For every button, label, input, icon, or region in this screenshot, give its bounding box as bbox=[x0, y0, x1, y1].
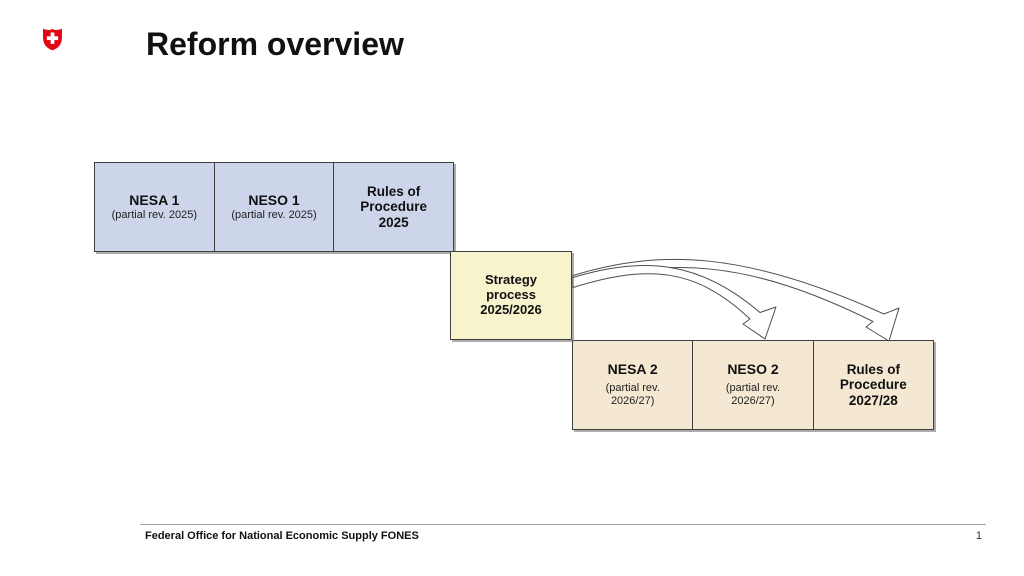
box-strategy-line2: process bbox=[486, 287, 536, 303]
box-nesa1-title: NESA 1 bbox=[129, 191, 180, 208]
box-nesa2-title: NESA 2 bbox=[607, 360, 658, 377]
box-strategy-process: Strategy process 2025/2026 bbox=[450, 251, 572, 340]
footer-divider bbox=[140, 524, 986, 525]
box-rules-2027-28-line3: 2027/28 bbox=[848, 392, 898, 408]
curved-arrow-to-neso2 bbox=[572, 265, 777, 340]
box-neso1: NESO 1 (partial rev. 2025) bbox=[213, 163, 334, 251]
curved-arrow-to-rules-2027-28 bbox=[572, 258, 900, 342]
page-number: 1 bbox=[975, 530, 982, 542]
box-rules-2025: Rules of Procedure 2025 bbox=[333, 163, 453, 251]
swiss-shield-icon bbox=[42, 27, 63, 52]
phase1-row: NESA 1 (partial rev. 2025) NESO 1 (parti… bbox=[94, 162, 454, 252]
box-strategy-line3: 2025/2026 bbox=[480, 301, 542, 317]
box-neso1-subtitle: (partial rev. 2025) bbox=[231, 208, 317, 221]
box-neso1-title: NESO 1 bbox=[248, 191, 300, 208]
box-nesa2: NESA 2 (partial rev. 2026/27) bbox=[573, 341, 692, 429]
box-neso2-title: NESO 2 bbox=[727, 360, 779, 377]
box-strategy-line1: Strategy bbox=[484, 272, 538, 288]
box-nesa2-subtitle-line1: (partial rev. bbox=[605, 381, 660, 394]
box-rules-2025-line1: Rules of bbox=[367, 183, 421, 199]
box-nesa2-subtitle-line2: 2026/27) bbox=[610, 395, 655, 408]
phase2-row: NESA 2 (partial rev. 2026/27) NESO 2 (pa… bbox=[572, 340, 934, 430]
box-nesa1: NESA 1 (partial rev. 2025) bbox=[95, 163, 214, 251]
box-neso2-subtitle-line2: 2026/27) bbox=[731, 395, 775, 408]
box-neso2-subtitle-line1: (partial rev. bbox=[725, 381, 781, 394]
page-title: Reform overview bbox=[146, 26, 404, 62]
box-rules-2027-28-line1: Rules of bbox=[846, 361, 900, 377]
box-rules-2027-28: Rules of Procedure 2027/28 bbox=[812, 341, 933, 429]
box-rules-2025-line3: 2025 bbox=[378, 214, 409, 230]
box-rules-2027-28-line2: Procedure bbox=[839, 377, 907, 393]
box-nesa1-subtitle: (partial rev. 2025) bbox=[111, 208, 198, 221]
box-rules-2025-line2: Procedure bbox=[360, 199, 428, 215]
box-neso2: NESO 2 (partial rev. 2026/27) bbox=[692, 341, 812, 429]
footer-organization: Federal Office for National Economic Sup… bbox=[145, 530, 419, 542]
